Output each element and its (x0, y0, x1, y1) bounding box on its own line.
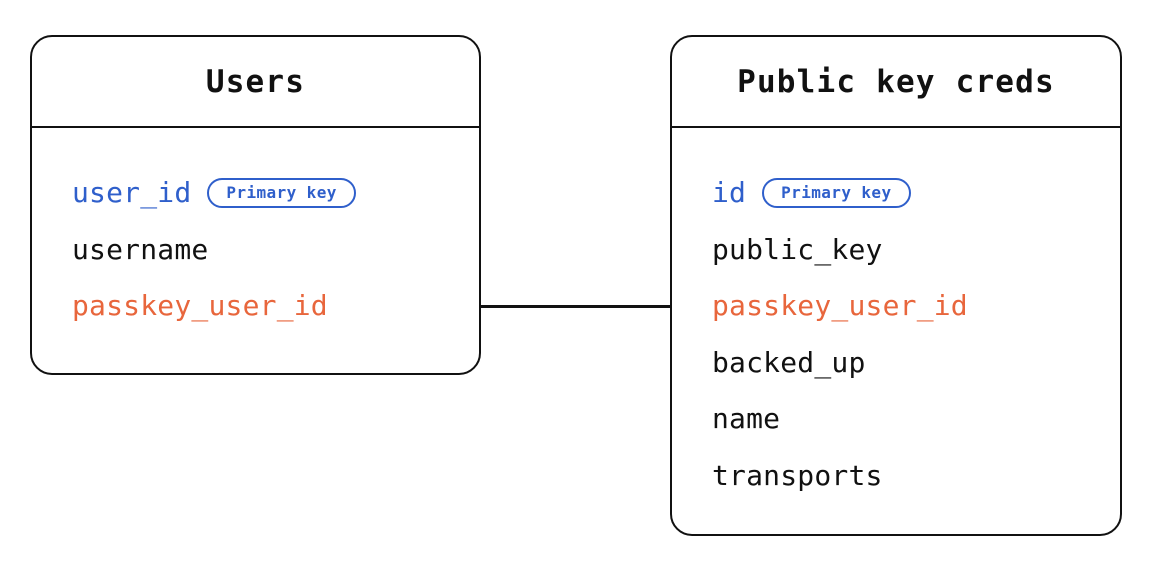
field-name-public-key: public_key (712, 232, 883, 266)
primary-key-badge-label: Primary key (226, 183, 337, 203)
field-row[interactable]: name (712, 391, 1120, 448)
field-name-id: id (712, 176, 747, 210)
entity-public-key-creds-header: Public key creds (672, 37, 1120, 128)
field-row[interactable]: id Primary key (712, 165, 1120, 222)
field-name-user-id: user_id (72, 176, 192, 210)
entity-public-key-creds-field-list: id Primary key public_key passkey_user_i… (672, 128, 1120, 534)
field-row[interactable]: user_id Primary key (72, 165, 479, 222)
field-row[interactable]: passkey_user_id (712, 278, 1120, 335)
primary-key-badge: Primary key (762, 178, 911, 209)
field-name-transports: transports (712, 458, 883, 492)
relationship-connector-users-public-key-creds (479, 305, 672, 308)
field-name-name: name (712, 402, 781, 436)
entity-users-title: Users (205, 63, 306, 100)
field-name-backed-up: backed_up (712, 345, 866, 379)
field-row[interactable]: passkey_user_id (72, 278, 479, 335)
field-row[interactable]: username (72, 222, 479, 279)
entity-users[interactable]: Users user_id Primary key username passk… (30, 35, 481, 375)
field-name-passkey-user-id: passkey_user_id (712, 289, 968, 323)
field-row[interactable]: public_key (712, 222, 1120, 279)
field-row[interactable]: transports (712, 448, 1120, 505)
entity-public-key-creds-title: Public key creds (737, 63, 1055, 100)
field-name-username: username (72, 232, 209, 266)
entity-users-field-list: user_id Primary key username passkey_use… (32, 128, 479, 373)
entity-public-key-creds[interactable]: Public key creds id Primary key public_k… (670, 35, 1122, 536)
primary-key-badge-label: Primary key (781, 183, 892, 203)
primary-key-badge: Primary key (207, 178, 356, 209)
field-name-passkey-user-id: passkey_user_id (72, 289, 328, 323)
entity-users-header: Users (32, 37, 479, 128)
field-row[interactable]: backed_up (712, 335, 1120, 392)
